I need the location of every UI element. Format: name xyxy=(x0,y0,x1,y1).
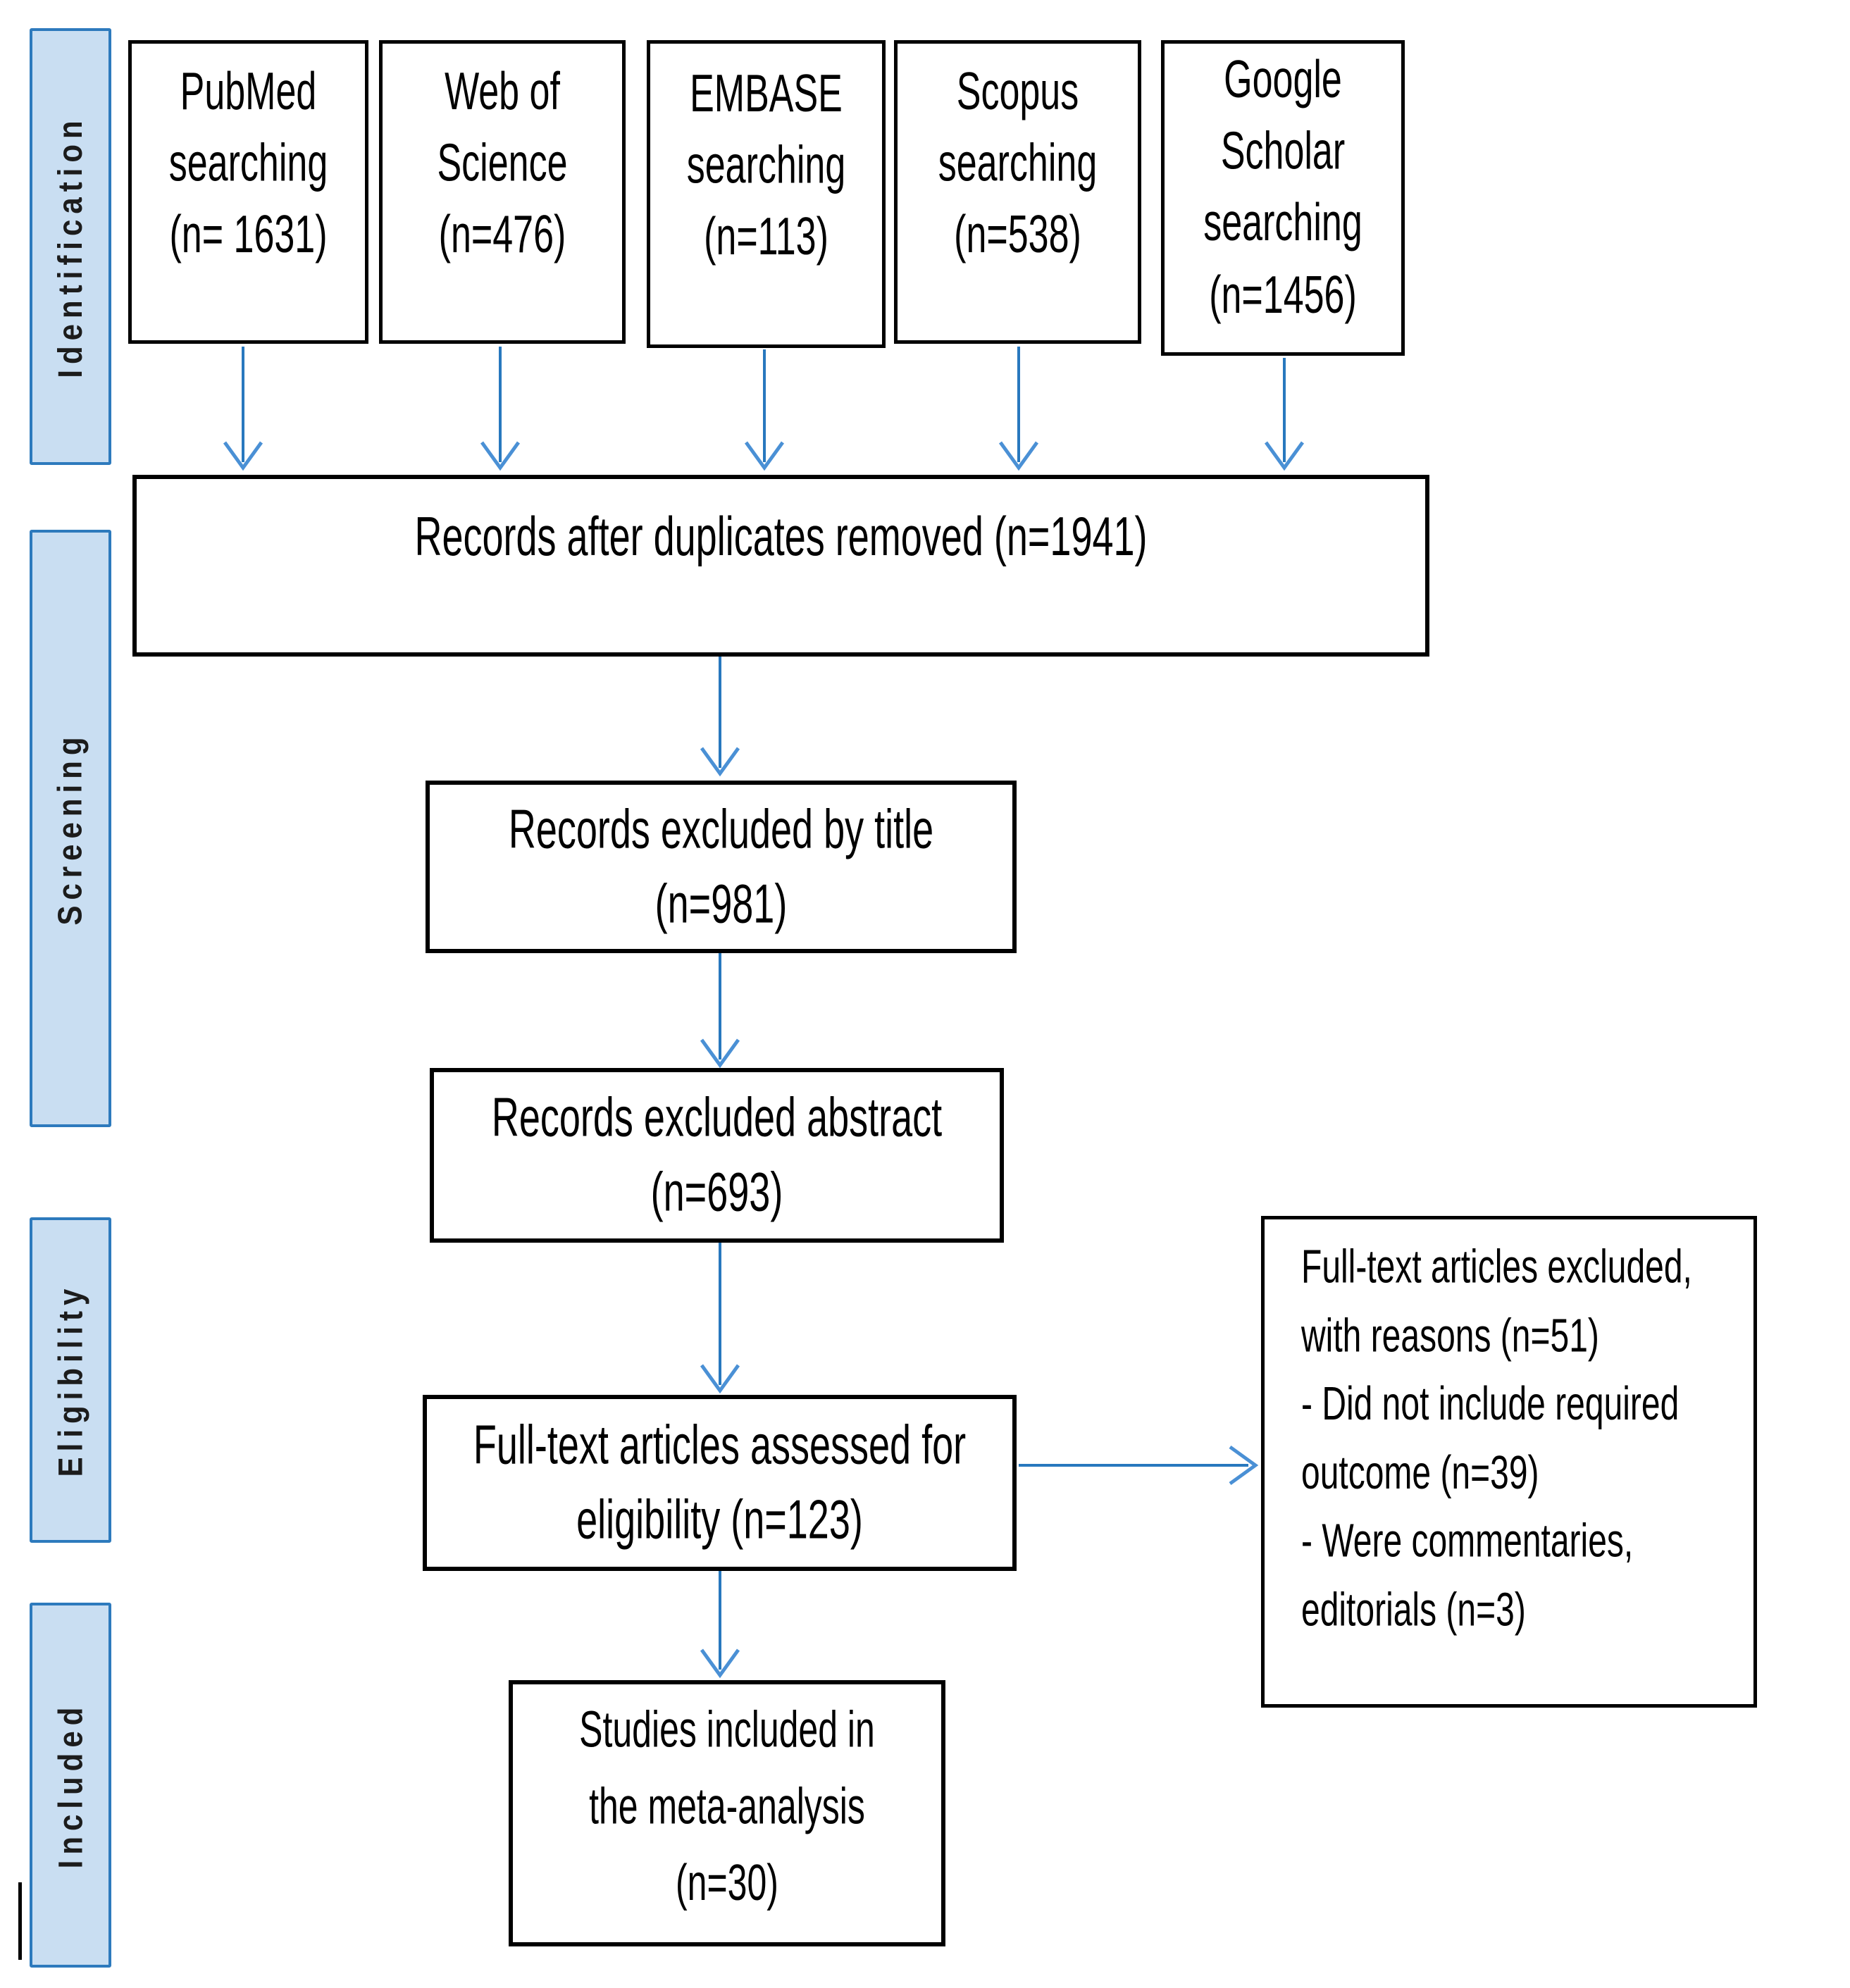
stage-identification-label: Identification xyxy=(51,115,89,378)
source-embase-label: EMBASE searching (n=113) xyxy=(686,64,846,268)
flow-box-fulltext-excluded-reasons: Full-text articles excluded, with reason… xyxy=(1261,1216,1757,1708)
source-box-pubmed: PubMed searching (n= 1631) xyxy=(128,40,368,344)
stage-identification: Identification xyxy=(30,28,111,465)
flow-box-duplicates-removed: Records after duplicates removed (n=1941… xyxy=(132,475,1429,657)
stage-eligibility-label: Eligibility xyxy=(51,1283,89,1477)
arrow-duplicates-to-excluded-title xyxy=(700,657,740,777)
fulltext-excluded-reasons-label: Full-text articles excluded, with reason… xyxy=(1301,1241,1692,1637)
flow-box-excluded-abstract: Records excluded abstract (n=693) xyxy=(430,1068,1004,1243)
source-box-embase: EMBASE searching (n=113) xyxy=(647,40,886,348)
excluded-by-title-label: Records excluded by title (n=981) xyxy=(508,798,934,935)
arrow-excluded-abstract-to-assessed xyxy=(700,1243,740,1394)
source-web-of-science-label: Web of Science (n=476) xyxy=(437,62,568,266)
excluded-abstract-label: Records excluded abstract (n=693) xyxy=(491,1087,943,1223)
flow-box-studies-included: Studies included in the meta-analysis (n… xyxy=(509,1680,945,1946)
arrow-scopus-to-duplicates xyxy=(998,347,1039,471)
flow-box-excluded-by-title: Records excluded by title (n=981) xyxy=(426,781,1017,953)
arrow-excluded-title-to-excluded-abstract xyxy=(700,953,740,1069)
stage-included: Included xyxy=(30,1603,111,1968)
fulltext-assessed-label: Full-text articles assessed for eligibil… xyxy=(473,1415,967,1551)
arrow-assessed-to-studies-included xyxy=(700,1571,740,1679)
stage-included-label: Included xyxy=(51,1701,89,1869)
source-box-google-scholar: Google Scholar searching (n=1456) xyxy=(1161,40,1405,356)
arrow-google-scholar-to-duplicates xyxy=(1264,358,1305,471)
arrow-web-of-science-to-duplicates xyxy=(480,347,521,471)
flow-box-fulltext-assessed: Full-text articles assessed for eligibil… xyxy=(423,1395,1017,1571)
source-box-scopus: Scopus searching (n=538) xyxy=(894,40,1141,344)
source-scopus-label: Scopus searching (n=538) xyxy=(938,62,1098,266)
duplicates-removed-label: Records after duplicates removed (n=1941… xyxy=(414,505,1148,567)
source-google-scholar-label: Google Scholar searching (n=1456) xyxy=(1203,50,1362,325)
source-box-web-of-science: Web of Science (n=476) xyxy=(379,40,626,344)
stage-screening: Screening xyxy=(30,530,111,1127)
source-pubmed-label: PubMed searching (n= 1631) xyxy=(168,62,328,266)
stage-screening-label: Screening xyxy=(51,731,89,926)
arrow-pubmed-to-duplicates xyxy=(223,347,263,471)
arrow-assessed-to-fulltext-excluded xyxy=(1019,1445,1259,1486)
studies-included-label: Studies included in the meta-analysis (n… xyxy=(579,1700,875,1911)
stage-eligibility: Eligibility xyxy=(30,1217,111,1543)
arrow-embase-to-duplicates xyxy=(744,349,785,471)
stray-line-mark xyxy=(18,1882,22,1960)
